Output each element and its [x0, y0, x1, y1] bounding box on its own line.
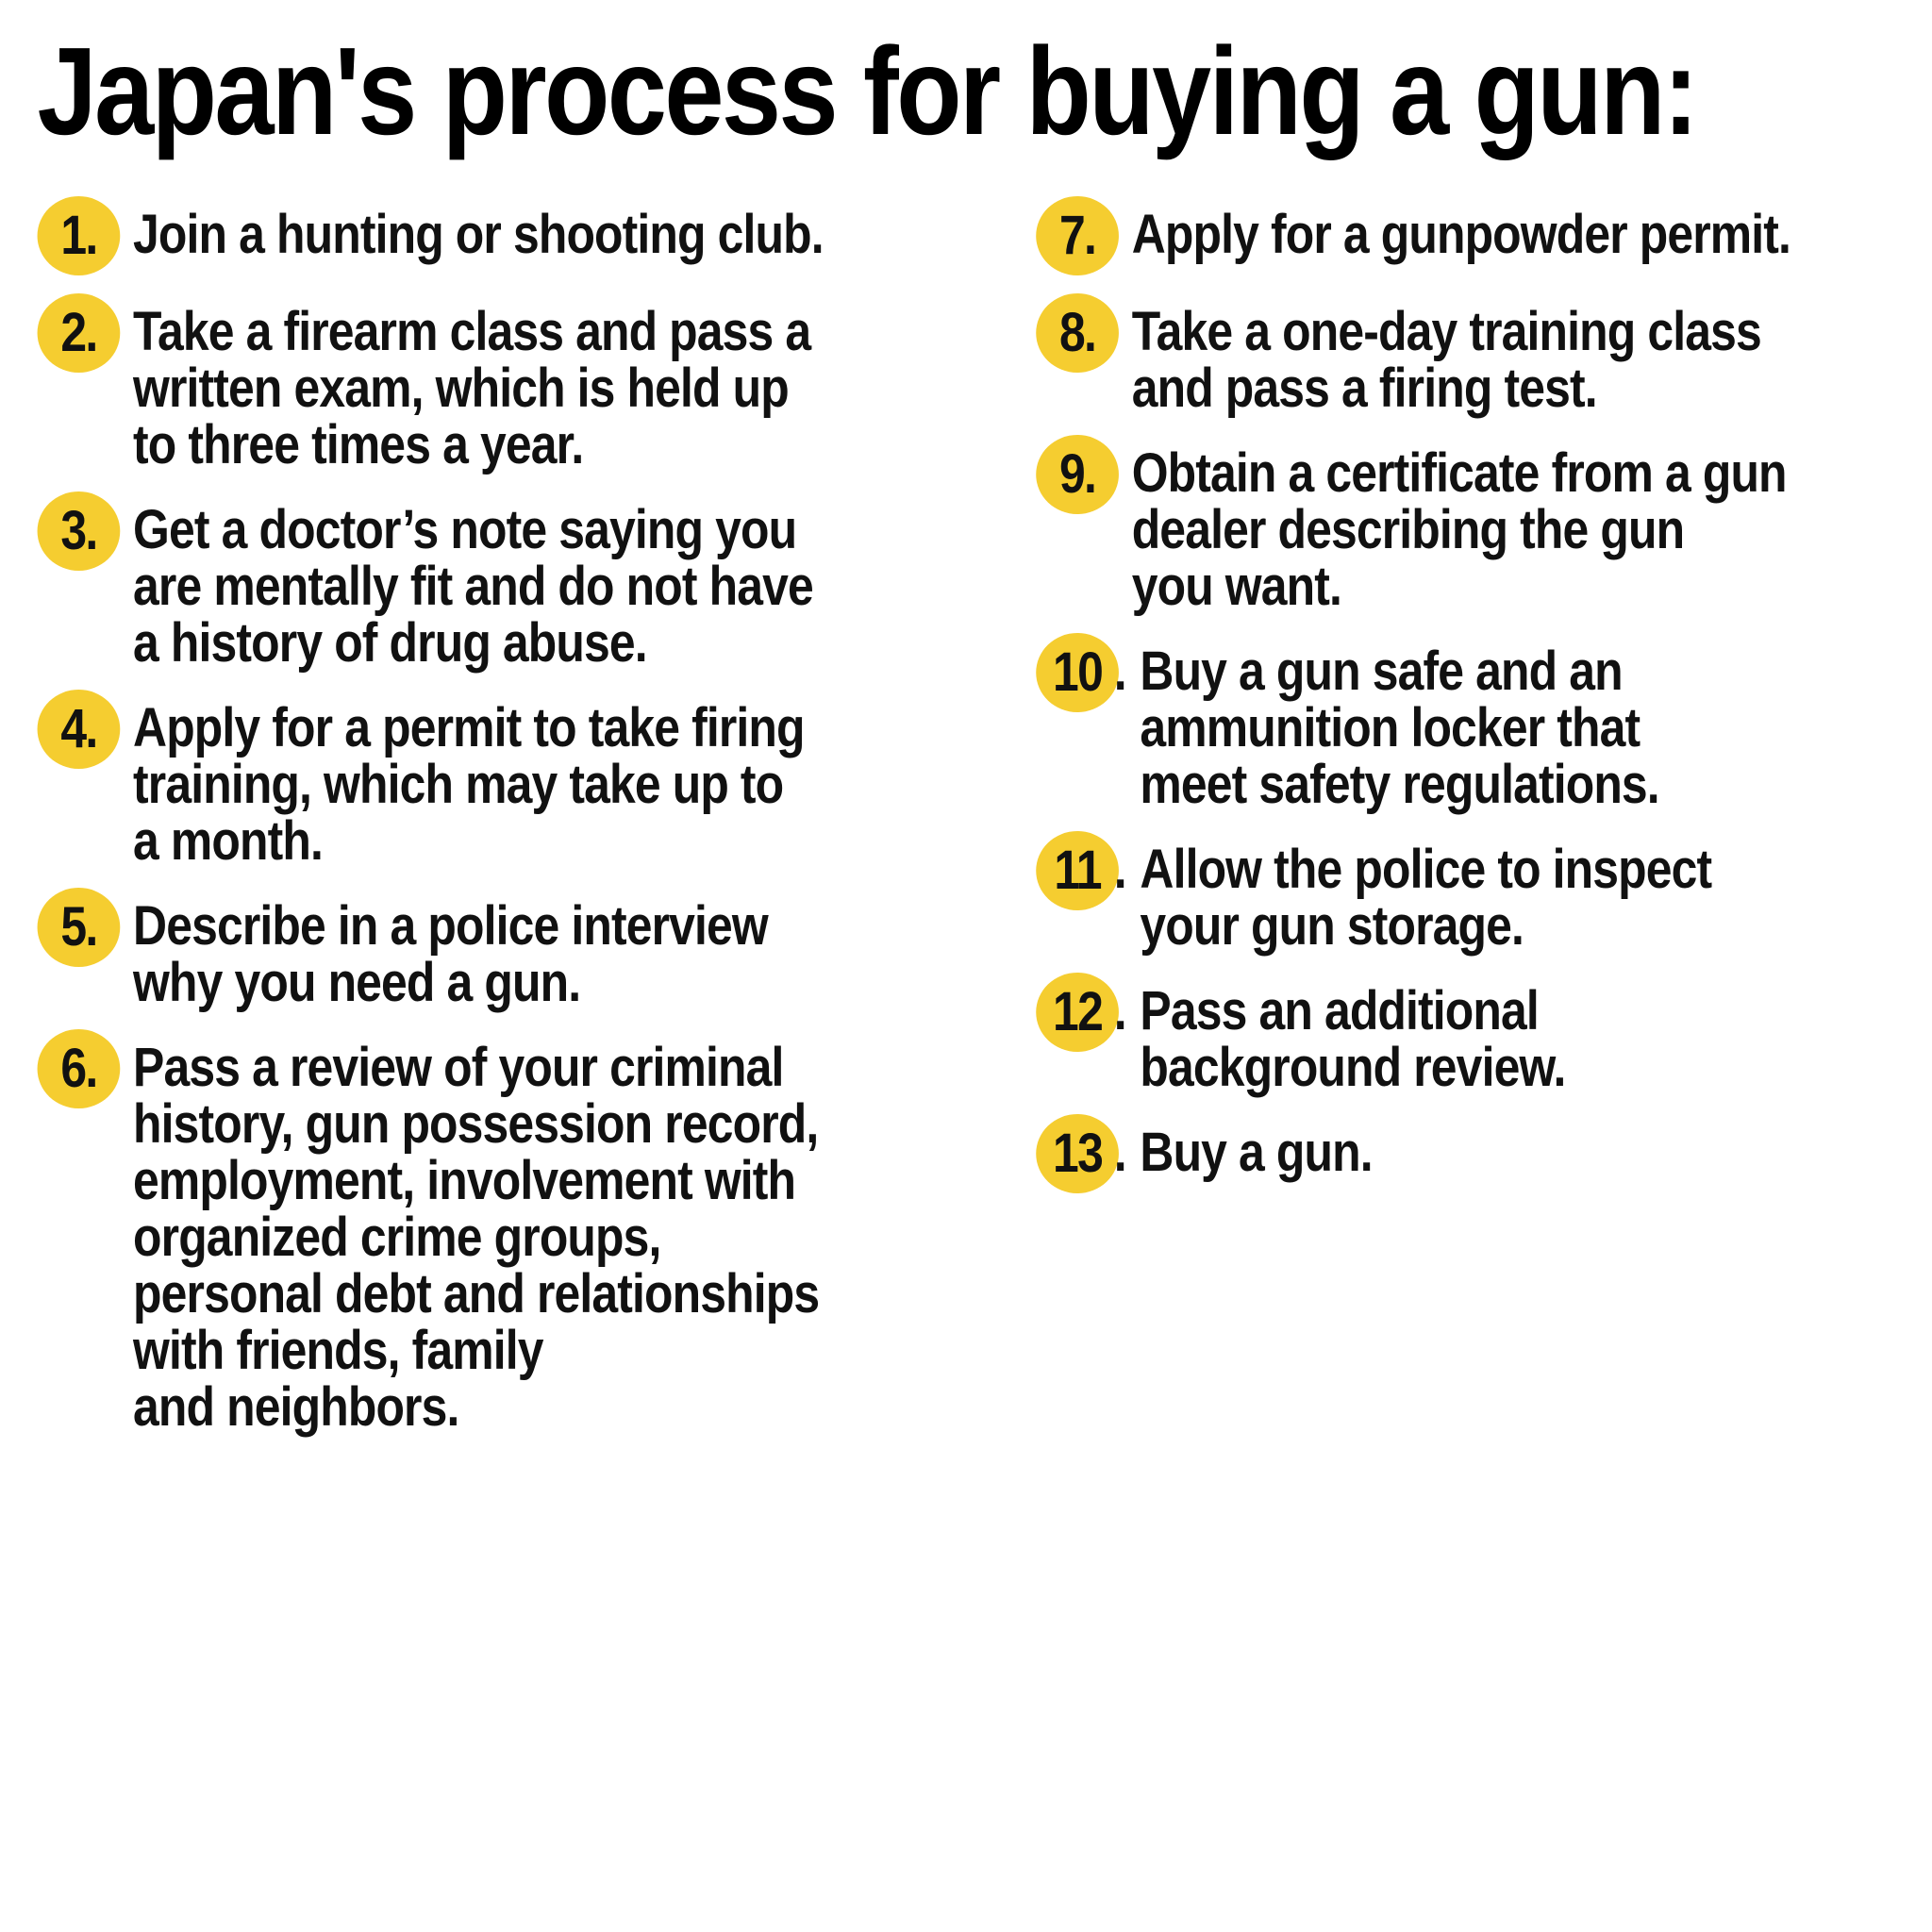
list-item: 13 . Buy a gun. [1036, 1113, 1895, 1193]
step-number-badge: 3. [37, 491, 121, 571]
step-text-line: Take a firearm class and pass a [133, 300, 811, 362]
step-number-circle: 2. [37, 292, 121, 373]
step-text: Join a hunting or shooting club. [133, 203, 824, 265]
step-text-line: history, gun possession record, [133, 1092, 819, 1155]
list-item: 7. Apply for a gunpowder permit. [1036, 195, 1895, 275]
step-text: Buy a gun. [1140, 1121, 1373, 1183]
steps-columns: 1. Join a hunting or shooting club. 2. T… [37, 195, 1895, 1464]
steps-column-left: 1. Join a hunting or shooting club. 2. T… [37, 195, 1037, 1464]
page-title: Japan's process for buying a gun: [37, 22, 1699, 160]
step-number-circle: 7. [1036, 195, 1119, 275]
step-text-line: Describe in a police interview [133, 894, 769, 957]
step-text-line: organized crime groups, [133, 1206, 661, 1268]
step-text: Apply for a gunpowder permit. [1131, 203, 1791, 265]
step-number-circle: 10 [1036, 632, 1119, 712]
step-number-circle: 8. [1036, 292, 1119, 373]
step-text-line: and neighbors. [133, 1375, 459, 1438]
step-number-badge: 4. [37, 689, 121, 769]
step-number-suffix: . [1113, 838, 1127, 900]
step-number-circle: 11 [1036, 830, 1119, 910]
step-text-line: are mentally fit and do not have [133, 555, 814, 617]
step-text-line: a history of drug abuse. [133, 611, 648, 674]
step-number-badge: 9. [1036, 434, 1119, 514]
step-number-badge: 8. [1036, 292, 1119, 373]
step-number-suffix: . [1113, 979, 1127, 1041]
step-number-suffix: . [1113, 1121, 1127, 1183]
step-text-line: personal debt and relationships [133, 1262, 820, 1324]
step-text-line: written exam, which is held up [133, 357, 790, 419]
step-number-circle: 3. [37, 491, 121, 571]
step-number-badge: 11 . [1036, 830, 1127, 910]
step-text-line: and pass a firing test. [1131, 357, 1598, 419]
step-text-line: Buy a gun safe and an [1140, 640, 1623, 702]
step-text-line: your gun storage. [1140, 894, 1524, 957]
step-text-line: to three times a year. [133, 413, 584, 475]
step-number-badge: 6. [37, 1028, 121, 1108]
step-number-circle: 13 [1036, 1113, 1119, 1193]
step-number-badge: 5. [37, 887, 121, 967]
step-number-circle: 5. [37, 887, 121, 967]
step-number-badge: 13 . [1036, 1113, 1127, 1193]
step-text-line: Obtain a certificate from a gun [1131, 441, 1788, 504]
list-item: 1. Join a hunting or shooting club. [37, 195, 1037, 275]
step-text-line: a month. [133, 809, 324, 872]
step-number-circle: 6. [37, 1028, 121, 1108]
step-number-suffix: . [1113, 640, 1127, 702]
step-text-line: you want. [1131, 555, 1342, 617]
step-number-badge: 12 . [1036, 972, 1127, 1052]
step-number-badge: 2. [37, 292, 121, 373]
step-text-line: Pass an additional [1140, 979, 1539, 1041]
step-text-line: Pass a review of your criminal [133, 1036, 784, 1098]
step-text-line: Get a doctor’s note saying you [133, 498, 797, 560]
step-number-circle: 9. [1036, 434, 1119, 514]
step-text-line: why you need a gun. [133, 951, 581, 1013]
infographic-page: Japan's process for buying a gun: 1. Joi… [37, 22, 1895, 1464]
step-text-line: Apply for a gunpowder permit. [1131, 203, 1791, 265]
step-text-line: Join a hunting or shooting club. [133, 203, 824, 265]
step-text-line: Allow the police to inspect [1140, 838, 1712, 900]
step-text-line: dealer describing the gun [1131, 498, 1685, 560]
step-text-line: Buy a gun. [1140, 1121, 1373, 1183]
step-text-line: Apply for a permit to take firing [133, 696, 805, 758]
step-number-badge: 7. [1036, 195, 1119, 275]
step-number-badge: 10 . [1036, 632, 1127, 712]
step-number-badge: 1. [37, 195, 121, 275]
step-text-line: employment, involvement with [133, 1149, 796, 1211]
step-text-line: training, which may take up to [133, 753, 784, 815]
step-number-circle: 12 [1036, 972, 1119, 1052]
step-text-line: with friends, family [133, 1319, 543, 1381]
step-number-circle: 1. [37, 195, 121, 275]
step-number-circle: 4. [37, 689, 121, 769]
step-text-line: Take a one-day training class [1131, 300, 1762, 362]
steps-column-right: 7. Apply for a gunpowder permit. 8. Take… [1036, 195, 1895, 1222]
step-text-line: ammunition locker that [1140, 696, 1641, 758]
step-text-line: meet safety regulations. [1140, 753, 1659, 815]
step-text-line: background review. [1140, 1036, 1566, 1098]
